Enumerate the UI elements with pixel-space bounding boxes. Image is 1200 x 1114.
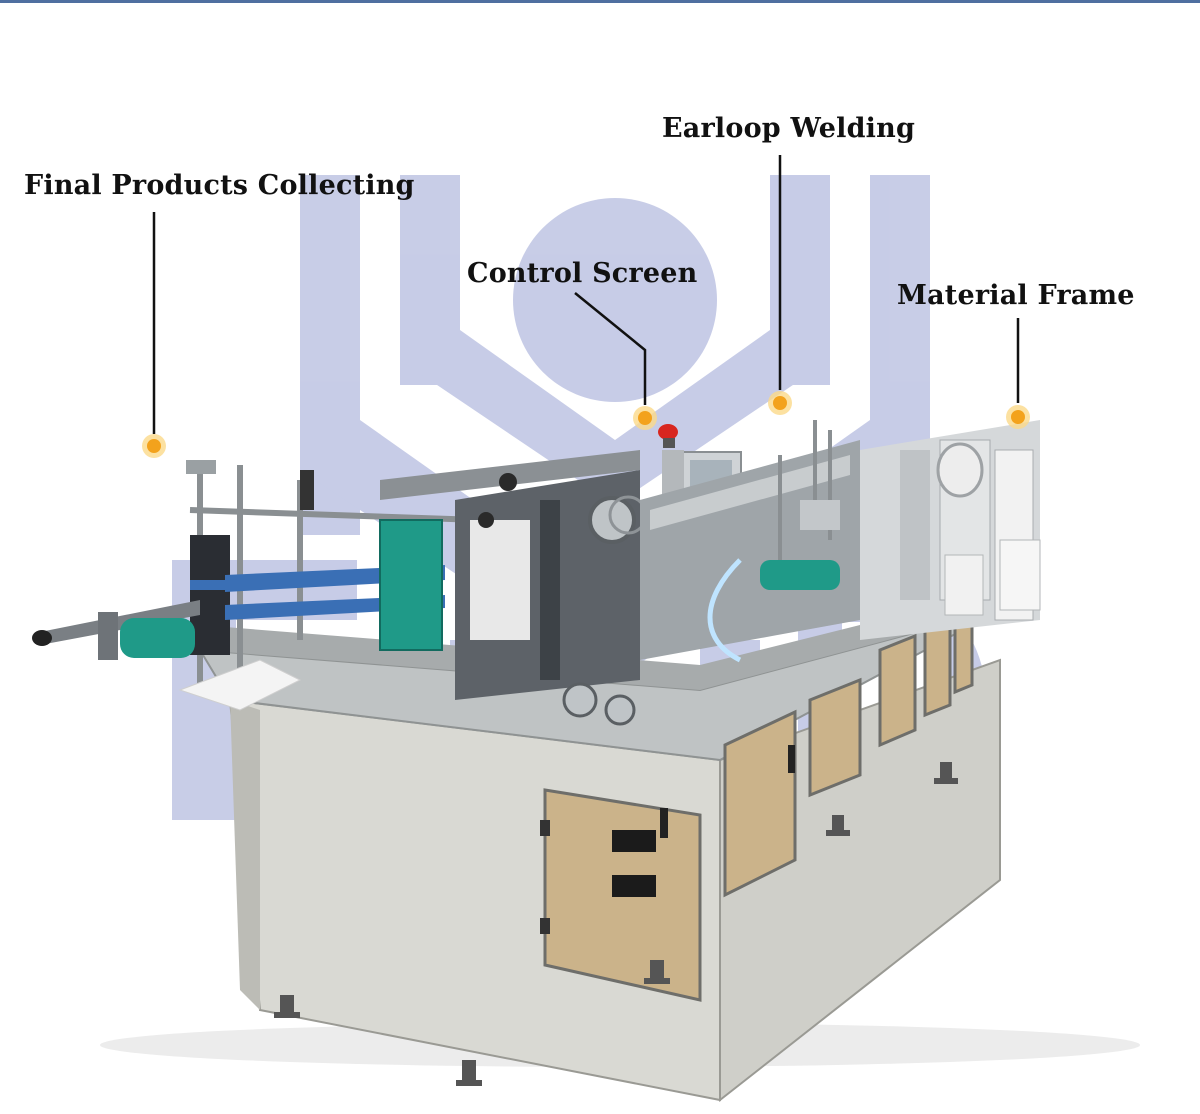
mask-machine — [32, 420, 1140, 1103]
temperature-display-icon — [612, 875, 656, 897]
warning-beacon-icon — [658, 424, 678, 440]
callout-material-frame: Material Frame — [897, 280, 1135, 311]
callout-leaders — [142, 155, 1030, 458]
leader-control-screen — [574, 292, 647, 405]
temperature-display-icon — [612, 830, 656, 852]
callout-earloop-welding: Earloop Welding — [662, 113, 916, 144]
marker-dot-icon — [768, 391, 792, 415]
marker-dot-icon — [1006, 405, 1030, 429]
top-accent-rule — [0, 0, 1200, 3]
marker-dot-icon — [633, 406, 657, 430]
callout-control-screen: Control Screen — [467, 258, 698, 289]
marker-dot-icon — [142, 434, 166, 458]
callout-final-products-collecting: Final Products Collecting — [24, 170, 415, 201]
